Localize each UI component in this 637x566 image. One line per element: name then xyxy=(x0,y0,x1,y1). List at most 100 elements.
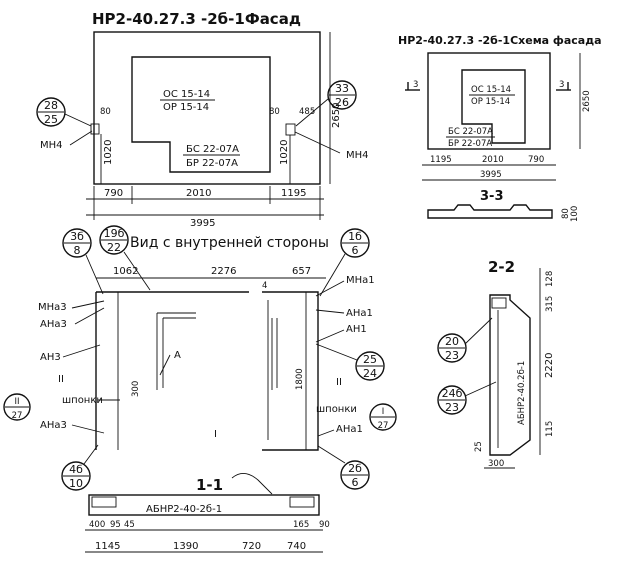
inner-bubble-19b-top: 19б xyxy=(104,227,125,240)
sec22-dim-2220: 2220 xyxy=(544,353,555,378)
scheme-panel-outline xyxy=(427,52,551,150)
scheme-dim-3995: 3995 xyxy=(480,170,502,180)
inner-bubble-4b-leader xyxy=(83,444,99,465)
sec22-bubble-24b-bottom: 23 xyxy=(445,401,459,414)
inner-bubble-4b xyxy=(61,461,91,491)
facade-bubble-left-top: 28 xyxy=(44,99,58,112)
scheme-opening xyxy=(461,69,526,144)
facade-dim-3995: 3995 xyxy=(190,218,215,229)
inner-ana3-1-leader xyxy=(74,307,105,325)
sec11-dim-45: 45 xyxy=(124,520,135,530)
sec11-left-pocket xyxy=(91,496,117,508)
inner-bubble-ii-top: II xyxy=(14,397,19,407)
sec22-profile xyxy=(489,294,531,456)
inner-title: Вид с внутренней стороны xyxy=(130,235,329,251)
inner-dim-2276: 2276 xyxy=(211,266,236,277)
facade-dim-790: 790 xyxy=(104,188,123,199)
scheme-door-top: БС 22-07А xyxy=(448,127,493,137)
sec22-bubble-20 xyxy=(437,333,467,363)
inner-an1: АН1 xyxy=(346,324,367,335)
scheme-dim-790: 790 xyxy=(528,155,544,165)
inner-bubble-3b-bottom: 8 xyxy=(74,244,81,257)
scheme-mark-left: 3 xyxy=(413,80,418,90)
scheme-dim-1195: 1195 xyxy=(430,155,452,165)
inner-bubble-25-bottom: 24 xyxy=(363,367,377,380)
inner-rebar-right xyxy=(271,318,278,390)
inner-mna3-1: МНа3 xyxy=(38,302,67,313)
sec11-detail-arc xyxy=(231,473,273,495)
facade-dim-80-left: 80 xyxy=(100,107,111,117)
inner-mna1-leader xyxy=(315,280,345,297)
scheme-section-label: 3-3 xyxy=(480,189,504,204)
sec11-dim-165: 165 xyxy=(293,520,309,530)
inner-mark-ii-1: II xyxy=(58,374,64,385)
facade-mn4-right: МН4 xyxy=(346,150,369,161)
sec22-dim-128: 128 xyxy=(545,271,555,287)
facade-mn4-left-plate xyxy=(90,123,100,135)
sec11-dim-720: 720 xyxy=(242,541,261,552)
inner-bubble-1b-bottom: 6 xyxy=(352,244,359,257)
facade-dim-2010: 2010 xyxy=(186,188,211,199)
section-1-1: 1-1 АБНР2-40-2б-1 400 95 45 165 90 1145 … xyxy=(85,473,330,553)
inner-bubble-i xyxy=(369,403,397,431)
inner-rebar-frame xyxy=(156,312,196,390)
inner-bubble-i-top: I xyxy=(382,407,385,417)
scheme-view: НР2-40.27.3 -2б-1Схема фасада ОС 15-14 О… xyxy=(398,34,602,222)
sec11-dim-95: 95 xyxy=(110,520,121,530)
facade-bubble-right-bottom: 26 xyxy=(335,96,349,109)
inner-bubble-2b xyxy=(340,460,370,490)
inner-bubble-i-bottom: 27 xyxy=(378,421,389,431)
inner-mna1: МНа1 xyxy=(346,275,375,286)
scheme-dim-100: 100 xyxy=(570,206,580,222)
facade-title: НР2-40.27.3 -2б-1Фасад xyxy=(92,10,301,28)
sec22-bubble-24b xyxy=(437,385,467,415)
facade-opening xyxy=(131,56,271,173)
facade-bubble-right xyxy=(327,80,357,110)
inner-bubble-4b-bottom: 10 xyxy=(69,477,83,490)
sec22-bubble-20-leader xyxy=(464,317,493,345)
sec11-dim-740: 740 xyxy=(287,541,306,552)
scheme-mark-right: 3 xyxy=(559,80,564,90)
inner-view: Вид с внутренней стороны 3б 8 19б 22 1б … xyxy=(3,225,397,491)
facade-panel-outline xyxy=(93,31,321,185)
sec22-bubble-24b-leader xyxy=(464,381,497,397)
inner-bubble-2b-bottom: 6 xyxy=(352,476,359,489)
facade-dim-1020-left: 1020 xyxy=(103,140,114,165)
sec11-title: 1-1 xyxy=(196,476,223,494)
inner-an3-leader xyxy=(62,344,101,358)
sec22-bubble-20-bottom: 23 xyxy=(445,349,459,362)
inner-bubble-25-leader xyxy=(315,343,358,361)
facade-bubble-right-top: 33 xyxy=(335,82,349,95)
sec11-dim-90: 90 xyxy=(319,520,330,530)
inner-shponki-left: шпонки xyxy=(62,395,103,406)
facade-bubble-left-bottom: 25 xyxy=(44,113,58,126)
inner-bubble-1b-leader xyxy=(319,253,346,297)
sec22-dim-25: 25 xyxy=(474,441,484,452)
scheme-section-profile xyxy=(427,204,553,219)
sec22-dim-315: 315 xyxy=(545,296,555,312)
inner-ana1-1: АНа1 xyxy=(346,308,373,319)
scheme-win-top: ОС 15-14 xyxy=(471,85,511,95)
inner-bubble-3b-top: 3б xyxy=(70,230,84,243)
facade-mn4-left: МН4 xyxy=(40,140,63,151)
facade-win-bottom: ОР 15-14 xyxy=(163,102,209,113)
inner-an3: АН3 xyxy=(40,352,61,363)
inner-bubble-2b-top: 2б xyxy=(348,462,362,475)
sec11-dim-1390: 1390 xyxy=(173,541,198,552)
inner-bubble-2b-leader xyxy=(317,445,346,464)
scheme-win-bottom: ОР 15-14 xyxy=(471,97,510,107)
inner-bubble-19b-leader xyxy=(123,251,151,291)
sec11-right-pocket xyxy=(289,496,315,508)
facade-bubble-right-leader xyxy=(295,98,329,127)
section-2-2: 2-2 АБНР2-40.2б-1 128 315 2220 115 25 30… xyxy=(437,258,555,469)
inner-mark-ii-2: II xyxy=(336,377,342,388)
facade-mn4-left-leader xyxy=(69,130,93,146)
facade-dim-1195: 1195 xyxy=(281,188,306,199)
inner-ana1-2: АНа1 xyxy=(336,424,363,435)
facade-door-bottom: БР 22-07А xyxy=(186,158,238,169)
inner-panel-right xyxy=(262,291,319,451)
scheme-dim-2010: 2010 xyxy=(482,155,504,165)
inner-bubble-4b-top: 4б xyxy=(69,463,83,476)
inner-shponki-right: шпонки xyxy=(316,404,357,415)
